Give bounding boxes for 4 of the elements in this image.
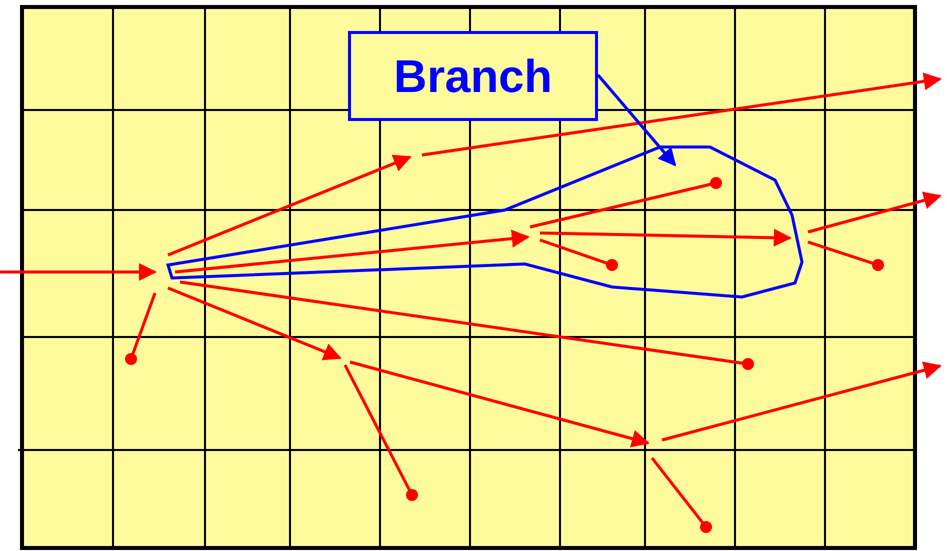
leader-arrow (596, 74, 676, 166)
branch-label: Branch (394, 53, 552, 99)
label-box (348, 31, 598, 121)
region-outline (166, 146, 804, 299)
